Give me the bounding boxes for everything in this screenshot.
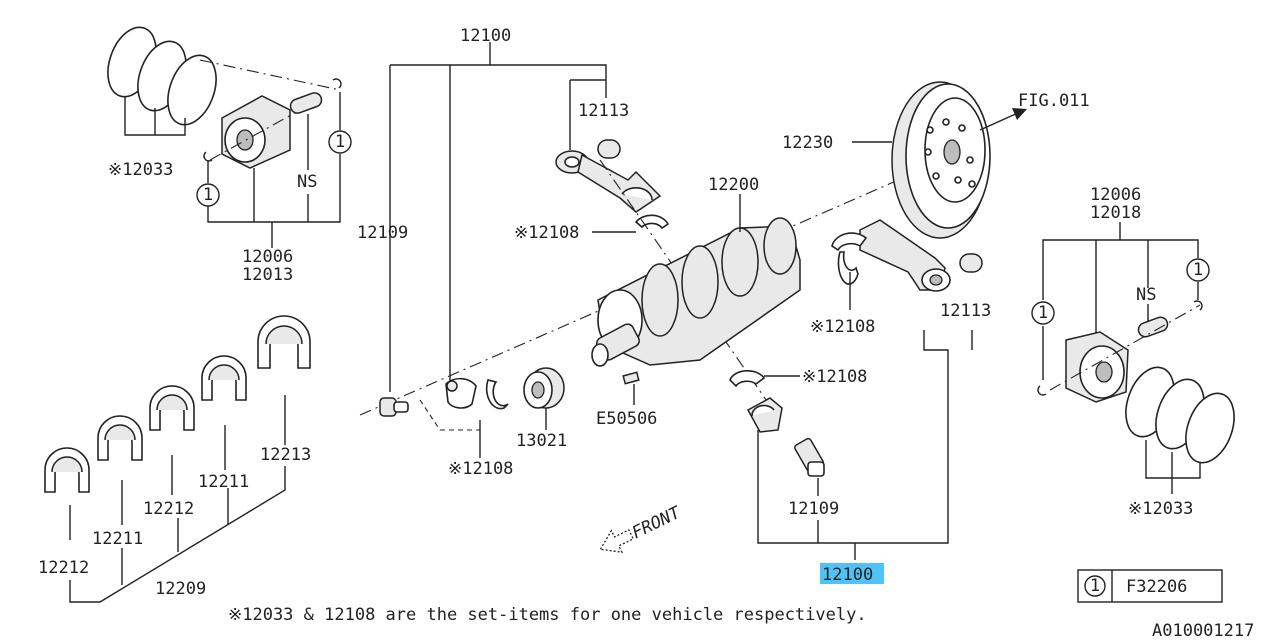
sprocket-label[interactable]: 13021: [516, 431, 567, 451]
rod-bush-left[interactable]: [597, 139, 621, 159]
leader-main-set: [69, 466, 286, 603]
piston-pin-left[interactable]: [289, 91, 324, 115]
bearing-label-upper-left[interactable]: ※12108: [514, 223, 579, 243]
circle-label-left-a: 1: [203, 185, 213, 205]
connecting-rod-right[interactable]: [859, 219, 951, 292]
main-bearing-label-2[interactable]: 12211: [198, 472, 249, 492]
leader-piston-right: [1042, 222, 1199, 380]
leader-rings-right: [1145, 440, 1201, 494]
crankshaft[interactable]: [591, 217, 801, 367]
leader-piston-left: [207, 92, 341, 223]
piston-pin-right[interactable]: [1137, 315, 1170, 338]
rod-bearing-lower-left[interactable]: [445, 377, 477, 409]
bearing-label-lower-right[interactable]: ※12108: [802, 367, 867, 387]
fig-ref-label[interactable]: FIG.011: [1018, 91, 1090, 111]
snap-ring-left[interactable]: [203, 78, 342, 162]
ns-label-left: NS: [297, 172, 317, 192]
flywheel[interactable]: [891, 81, 991, 239]
main-bearing-5[interactable]: [257, 315, 311, 369]
piston-right[interactable]: [1049, 304, 1201, 403]
drawing-id: A010001217: [1152, 621, 1254, 640]
rod-bearing-right-lower[interactable]: [729, 370, 766, 388]
main-bearing-label-1[interactable]: 12213: [260, 445, 311, 465]
piston-label-right-b[interactable]: 12018: [1090, 203, 1141, 223]
rod-cap[interactable]: [746, 397, 783, 433]
crankshaft-label[interactable]: 12200: [708, 175, 759, 195]
piston-rings-right[interactable]: [1117, 361, 1243, 470]
rod-bolt-label-bottom[interactable]: 12109: [788, 499, 839, 519]
legend-circle-label: 1: [1090, 576, 1100, 596]
footnote: ※12033 & 12108 are the set-items for one…: [228, 605, 867, 625]
rod-bush-right[interactable]: [959, 253, 983, 273]
key-label[interactable]: E50506: [596, 409, 657, 429]
rod-bush-label-left[interactable]: 12113: [578, 101, 629, 121]
main-set-label[interactable]: 12209: [155, 579, 206, 599]
bearing-label-right[interactable]: ※12108: [810, 317, 875, 337]
ns-label-right: NS: [1136, 285, 1156, 305]
leader-top-assembly: [389, 42, 607, 392]
main-bearing-label-3[interactable]: 12212: [143, 499, 194, 519]
bearing-label-lower-mid[interactable]: ※12108: [448, 459, 513, 479]
main-bearing-label-4[interactable]: 12211: [92, 529, 143, 549]
flywheel-label[interactable]: 12230: [782, 133, 833, 153]
circle-ref-right-a: [1031, 301, 1055, 325]
rod-bush-label-right[interactable]: 12113: [940, 301, 991, 321]
piston-label-right-a[interactable]: 12006: [1090, 185, 1141, 205]
front-arrow: FRONT: [599, 502, 685, 553]
rings-label-right[interactable]: ※12033: [1128, 499, 1193, 519]
highlight-bottom-assembly: [820, 563, 884, 584]
circle-label-left-b: 1: [335, 132, 345, 152]
piston-left[interactable]: [209, 95, 301, 169]
circle-ref-left-a: [196, 183, 220, 207]
top-assembly-label[interactable]: 12100: [460, 26, 511, 46]
rings-label-left[interactable]: ※12033: [108, 160, 173, 180]
rod-bearing-right[interactable]: [831, 232, 868, 285]
circle-ref-left-b: [328, 130, 352, 154]
circle-ref-right-b: [1186, 258, 1210, 282]
snap-ring-right[interactable]: [1037, 300, 1203, 396]
piston-label-left-b[interactable]: 12013: [242, 265, 293, 285]
rod-bolt-left[interactable]: [379, 397, 409, 417]
circle-label-right-a: 1: [1038, 303, 1048, 323]
main-bearing-2[interactable]: [97, 415, 143, 461]
circle-label-right-b: 1: [1193, 260, 1203, 280]
piston-rings-left[interactable]: [99, 21, 225, 136]
rod-bolt-label-left[interactable]: 12109: [357, 223, 408, 243]
front-label: FRONT: [629, 502, 685, 543]
leaders-main-bearings: [69, 395, 286, 540]
rod-axis-line: [599, 159, 781, 421]
legend-box: [1077, 569, 1223, 603]
fig-ref-arrow: [979, 108, 1027, 131]
axis-line-rings-left: [199, 59, 341, 91]
piston-label-left-a[interactable]: 12006: [242, 247, 293, 267]
legend-code[interactable]: F32206: [1126, 577, 1187, 597]
rod-bolt-bottom[interactable]: [794, 437, 825, 477]
main-bearing-4[interactable]: [201, 355, 247, 401]
bottom-assembly-label[interactable]: 12100: [822, 565, 873, 585]
main-bearing-3[interactable]: [149, 385, 195, 431]
main-bearing-label-5[interactable]: 12212: [38, 558, 89, 578]
leader-bottom-assembly: [757, 330, 973, 560]
main-bearing-1[interactable]: [44, 447, 90, 493]
connecting-rod-left[interactable]: [555, 150, 662, 213]
rod-bearing-upper-left[interactable]: [634, 214, 670, 230]
woodruff-key[interactable]: [622, 371, 640, 385]
rod-bearing-lower-mid[interactable]: [485, 379, 509, 410]
dashed-bearing-link: [419, 399, 480, 431]
crank-sprocket[interactable]: [523, 367, 565, 409]
